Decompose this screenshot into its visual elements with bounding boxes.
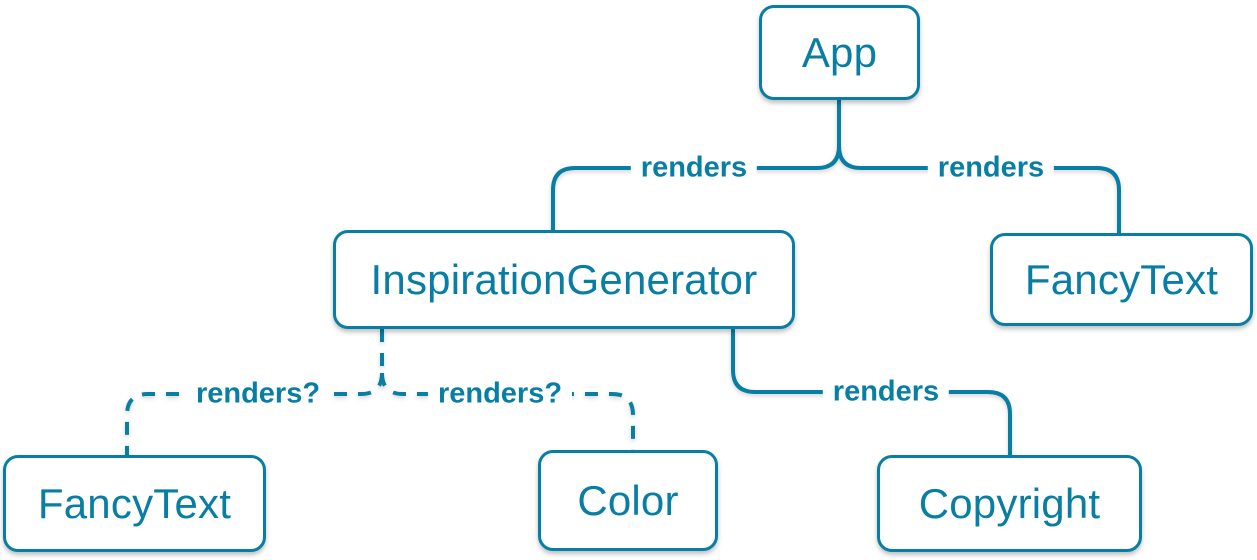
node-fancy-text-bottom: FancyText bbox=[3, 455, 266, 552]
node-app: App bbox=[759, 5, 920, 100]
node-color: Color bbox=[538, 450, 718, 551]
node-inspiration-generator: InspirationGenerator bbox=[333, 230, 795, 329]
edge-inspiration-generator-fancy-text-bottom bbox=[125, 372, 384, 455]
edge-app-fancy-text-top bbox=[837, 145, 1121, 233]
edge-app-inspiration-generator bbox=[551, 145, 841, 230]
edge-inspiration-generator-color bbox=[380, 372, 635, 450]
edge-label-app-inspiration-generator: renders bbox=[630, 151, 758, 185]
node-copyright: Copyright bbox=[877, 455, 1142, 552]
edge-label-app-fancy-text-top: renders bbox=[927, 151, 1055, 185]
edge-label-inspiration-generator-fancy-text-bottom: renders? bbox=[185, 377, 331, 411]
edge-label-inspiration-generator-color: renders? bbox=[427, 377, 573, 411]
edge-label-inspiration-generator-copyright: renders bbox=[822, 375, 950, 409]
node-fancy-text-top: FancyText bbox=[990, 233, 1253, 326]
